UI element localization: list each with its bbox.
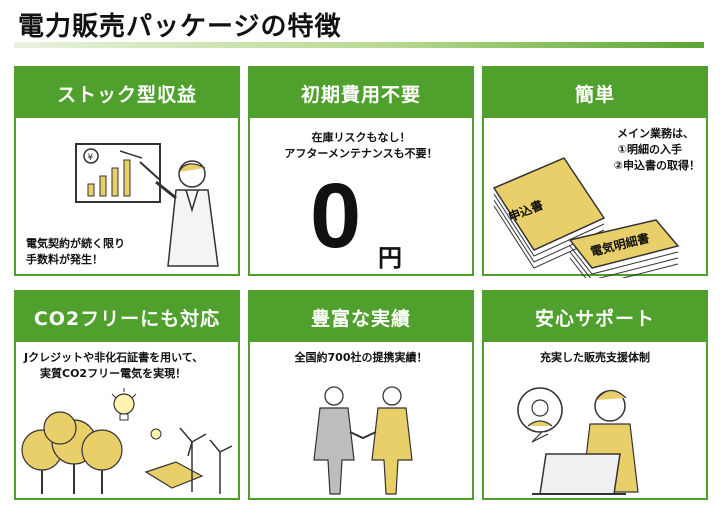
- card-stock-revenue: ストック型収益 ¥ 電気契約が続く限り 手数料が発生！: [14, 66, 240, 276]
- card-track-record: 豊富な実績 全国約700社の提携実績！: [248, 290, 474, 500]
- card-co2-free: CO2フリーにも対応 Jクレジットや非化石証書を用いて、 実質CO2フリー電気を…: [14, 290, 240, 500]
- card-title: 安心サポート: [484, 292, 706, 342]
- card-title: 豊富な実績: [250, 292, 472, 342]
- card-description-line: Jクレジットや非化石証書を用いて、: [24, 351, 204, 364]
- yen-unit: 円: [378, 244, 402, 272]
- card-description-line: 充実した販売支援体制: [540, 351, 650, 364]
- title-underline: [14, 42, 704, 48]
- card-description-line: 全国約700社の提携実績！: [294, 351, 428, 364]
- card-description-line: メイン業務は、: [617, 127, 694, 140]
- card-title: ストック型収益: [16, 68, 238, 118]
- card-support: 安心サポート 充実した販売支援体制: [482, 290, 708, 500]
- page-title: 電力販売パッケージの特徴: [18, 12, 342, 42]
- card-title: 初期費用不要: [250, 68, 472, 118]
- card-description-line: 電気契約が続く限り: [26, 237, 125, 250]
- svg-text:¥: ¥: [88, 153, 94, 163]
- card-description-line: 手数料が発生！: [26, 253, 103, 266]
- card-description-line: アフターメンテナンスも不要！: [284, 147, 438, 160]
- card-no-initial-cost: 初期費用不要 在庫リスクもなし！ アフターメンテナンスも不要！ 0 円: [248, 66, 474, 276]
- handshake-icon: [313, 386, 413, 495]
- trees-solar-wind-icon: [21, 388, 233, 494]
- card-description-line: ①明細の入手: [617, 143, 682, 156]
- card-title: CO2フリーにも対応: [16, 292, 238, 342]
- card-description-line: ②申込書の取得！: [613, 159, 700, 172]
- card-description-line: 実質CO2フリー電気を実現！: [40, 367, 187, 380]
- zero-value: 0: [310, 165, 362, 267]
- support-operator-icon: [517, 387, 639, 495]
- card-description-line: 在庫リスクもなし！: [311, 131, 411, 144]
- card-simple: 簡単 メイン業務は、 ①明細の入手 ②申込書の取得！ 申込書 電気明細書: [482, 66, 708, 278]
- documents-stack-icon: [492, 157, 680, 278]
- presentation-growth-chart-icon: ¥: [75, 143, 219, 267]
- card-title: 簡単: [484, 68, 706, 118]
